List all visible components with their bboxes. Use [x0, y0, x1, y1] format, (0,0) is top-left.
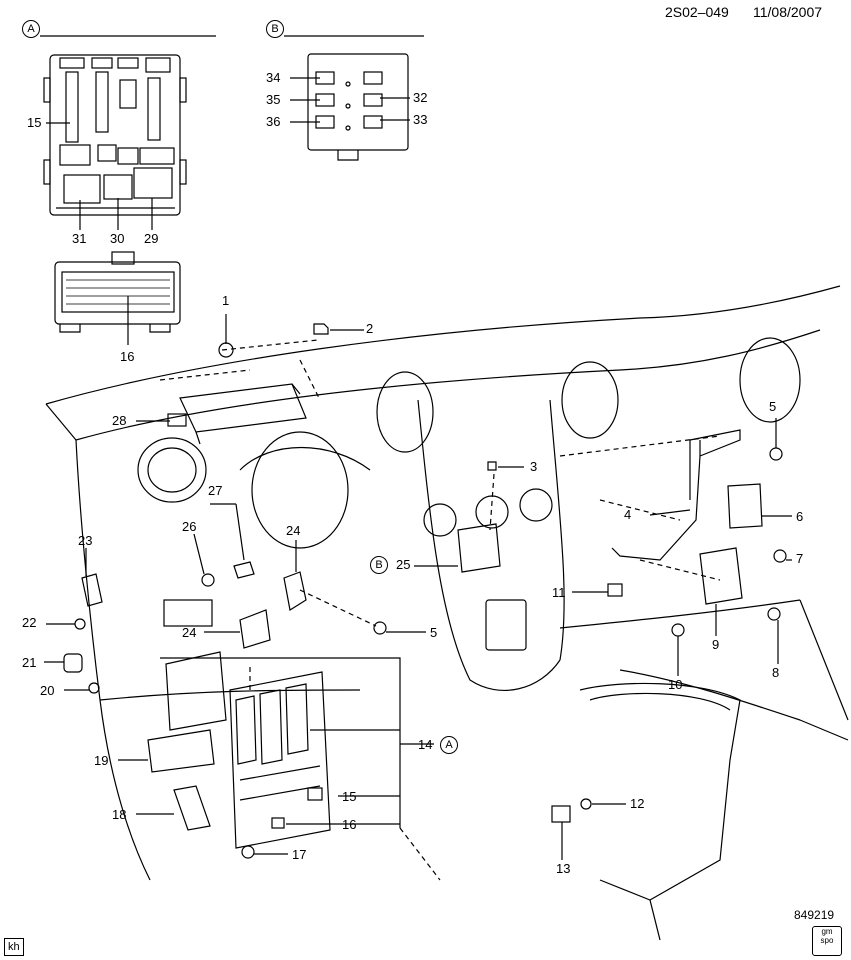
bolt-2: [313, 323, 329, 335]
callout-10: 10: [668, 677, 683, 692]
bolt-8: [767, 607, 781, 621]
logo-top-text: gm: [821, 927, 833, 936]
ref-marker-a: A: [440, 736, 458, 754]
callout-31: 31: [72, 231, 87, 246]
relay-block: [307, 53, 409, 161]
callout-3: 3: [530, 459, 538, 474]
bolt-5-right: [769, 447, 783, 461]
screw-12: [580, 798, 592, 810]
callout-7: 7: [796, 551, 804, 566]
drawing-code: 2S02–049: [665, 4, 729, 20]
callout-33: 33: [413, 112, 428, 127]
callout-13: 13: [556, 861, 571, 876]
screw-3: [487, 461, 497, 471]
callout-6: 6: [796, 509, 804, 524]
callout-25: 25: [396, 557, 411, 572]
fuse-block-side-view: [54, 251, 181, 333]
callout-36: 36: [266, 114, 281, 129]
relay-6: [727, 483, 763, 529]
callout-26: 26: [182, 519, 197, 534]
dashed-guides-top: [159, 339, 321, 401]
callout-16-inset: 16: [120, 349, 135, 364]
callout-20: 20: [40, 683, 55, 698]
nut-20: [88, 682, 100, 694]
callout-18: 18: [112, 807, 127, 822]
bolt-7: [773, 549, 787, 563]
sensor-21: [63, 653, 83, 673]
nut-26: [201, 573, 215, 587]
junction-box-14: [147, 651, 331, 849]
callout-8: 8: [772, 665, 780, 680]
part-27: [233, 561, 255, 579]
clip-11: [607, 583, 623, 597]
dashed-guides-right: [559, 435, 721, 581]
callout-27: 27: [208, 483, 223, 498]
drawing-date: 11/08/2007: [753, 4, 823, 20]
fuse-block-top-view: [43, 54, 187, 216]
callout-12: 12: [630, 796, 645, 811]
callout-21: 21: [22, 655, 37, 670]
callout-2: 2: [366, 321, 374, 336]
module-9: [699, 547, 743, 605]
inset-b-marker: B: [266, 20, 284, 38]
bracket-4: [611, 429, 741, 561]
clip-13: [551, 805, 571, 823]
bolt-5-center: [373, 621, 387, 635]
callout-15: 15: [342, 789, 357, 804]
module-28: [167, 383, 307, 445]
callout-19: 19: [94, 753, 109, 768]
bracket-24-lower: [239, 609, 271, 649]
bracket-14: [160, 657, 401, 828]
callout-35: 35: [266, 92, 281, 107]
gm-spo-logo: gm spo: [812, 926, 842, 956]
callout-17: 17: [292, 847, 307, 862]
bolt-10: [671, 623, 685, 637]
callout-29: 29: [144, 231, 159, 246]
callout-23: 23: [78, 533, 93, 548]
bolt-17: [241, 845, 255, 859]
callout-11: 11: [552, 585, 566, 600]
callout-30: 30: [110, 231, 125, 246]
relay-15: [307, 787, 323, 801]
drawing-number: 849219: [794, 908, 835, 922]
callout-15-inset: 15: [27, 115, 42, 130]
callout-14: 14: [418, 737, 433, 752]
inset-a-marker: A: [22, 20, 40, 38]
sensor-23: [81, 573, 103, 607]
callout-16: 16: [342, 817, 357, 832]
bracket-24-upper: [283, 571, 307, 611]
callout-1: 1: [222, 293, 230, 308]
logo-bottom-text: spo: [820, 936, 834, 945]
author-initials: kh: [4, 938, 24, 956]
relay-block-25: [457, 523, 501, 573]
callout-28: 28: [112, 413, 127, 428]
callout-22: 22: [22, 615, 37, 630]
callout-24-upper: 24: [286, 523, 301, 538]
callout-34: 34: [266, 70, 281, 85]
callout-5-center: 5: [430, 625, 438, 640]
callout-4: 4: [624, 507, 632, 522]
callout-5-right: 5: [769, 399, 777, 414]
ref-marker-b: B: [370, 556, 388, 574]
dashboard-outline: [45, 285, 849, 941]
fuse-16: [271, 817, 285, 829]
callout-24-lower: 24: [182, 625, 197, 640]
nut-22: [74, 618, 86, 630]
callout-32: 32: [413, 90, 428, 105]
callout-9: 9: [712, 637, 720, 652]
